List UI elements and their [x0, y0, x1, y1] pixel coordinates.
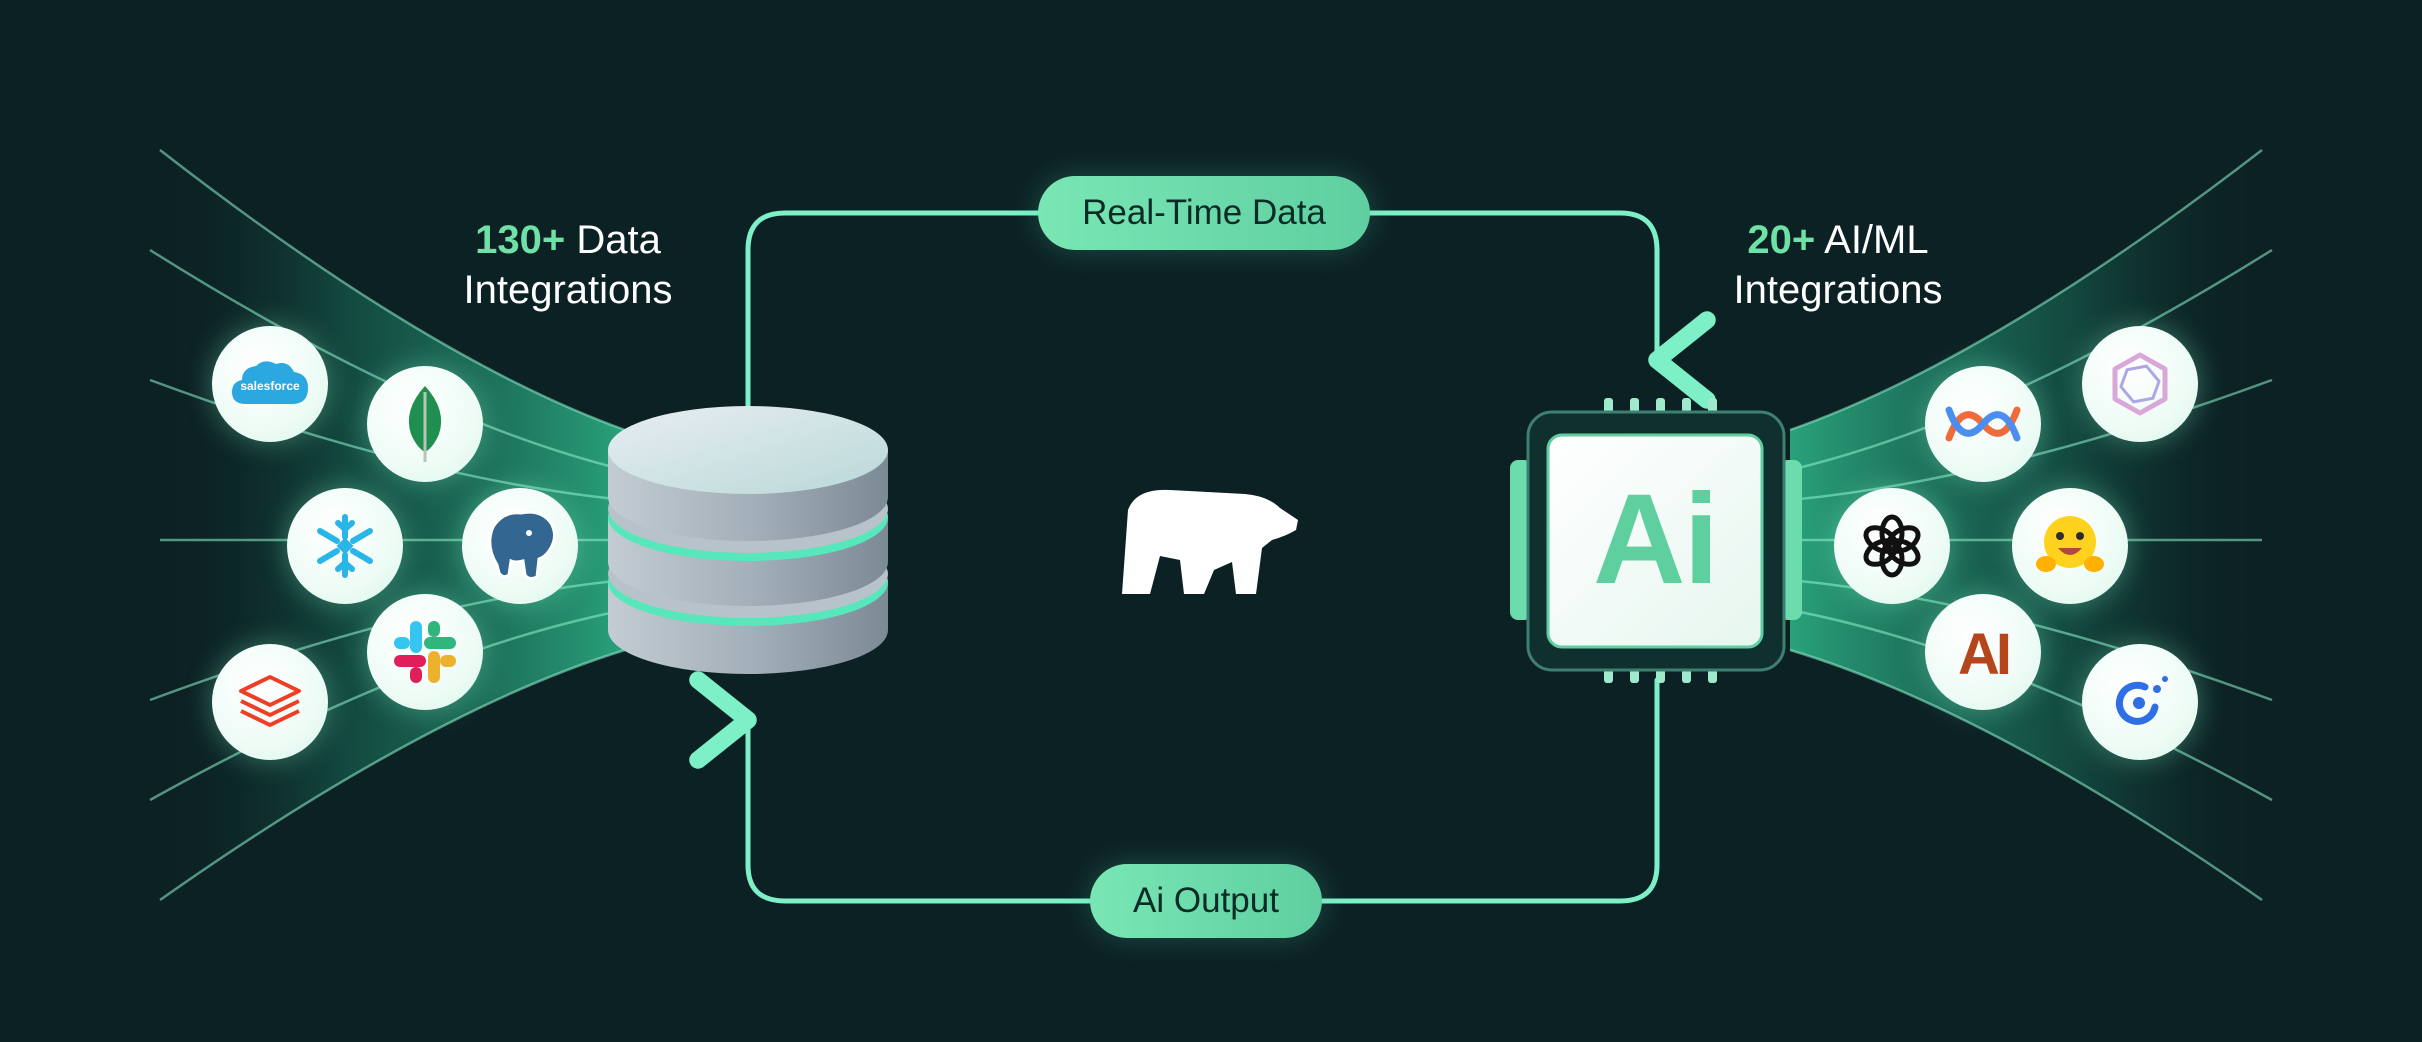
databricks-icon: [239, 675, 301, 727]
top-flow-line: [745, 210, 1657, 440]
ai-integrations-count: 20+: [1747, 218, 1816, 262]
real-time-data-pill: Real-Time Data: [1038, 176, 1370, 250]
ai-chip-icon: [1510, 398, 1802, 683]
openai-knot-icon: [1863, 514, 1921, 578]
ai-integrations-label: AI/ML: [1815, 218, 1929, 262]
ai-chip-label: Ai: [1593, 468, 1719, 611]
mongodb-logo: [367, 366, 483, 482]
crossed-waves-icon: [1945, 406, 2021, 442]
snowflake-icon: [317, 514, 373, 578]
slack-logo: [367, 594, 483, 710]
broken-ring-logo: [2082, 644, 2198, 760]
broken-ring-icon: [2115, 676, 2168, 725]
hexagon-ring-icon: [2112, 352, 2168, 416]
data-integrations-label-line2: Integrations: [463, 268, 673, 312]
huggingface-logo: [2012, 488, 2128, 604]
hexagon-logo: [2082, 326, 2198, 442]
bottom-flow-line: [748, 680, 1660, 904]
salesforce-icon: salesforce: [232, 361, 308, 404]
data-integrations-count: 130+: [475, 218, 566, 262]
postgres-elephant-icon: [488, 510, 556, 581]
ai-integrations-heading: 20+ AI/ML Integrations: [1688, 215, 1988, 315]
data-integrations-heading: 130+ Data Integrations: [418, 215, 718, 315]
anthropic-ai-icon: AI: [1958, 622, 2013, 682]
anthropic-logo-text: AI: [1958, 622, 2009, 682]
ai-output-pill: Ai Output: [1090, 864, 1322, 938]
salesforce-logo-text: salesforce: [240, 379, 300, 393]
waves-logo: [1925, 366, 2041, 482]
postgresql-logo: [462, 488, 578, 604]
polar-bear-logo-icon: [1122, 489, 1298, 594]
database-icon: [608, 406, 888, 674]
hugging-face-emoji-icon: [2036, 516, 2104, 572]
salesforce-logo: salesforce: [212, 326, 328, 442]
anthropic-logo: AI: [1925, 594, 2041, 710]
mongodb-leaf-icon: [408, 386, 442, 462]
ai-integrations-label-line2: Integrations: [1733, 268, 1943, 312]
databricks-logo: [212, 644, 328, 760]
data-integrations-label: Data: [565, 218, 661, 262]
openai-logo: [1834, 488, 1950, 604]
snowflake-logo: [287, 488, 403, 604]
slack-icon: [394, 621, 456, 683]
